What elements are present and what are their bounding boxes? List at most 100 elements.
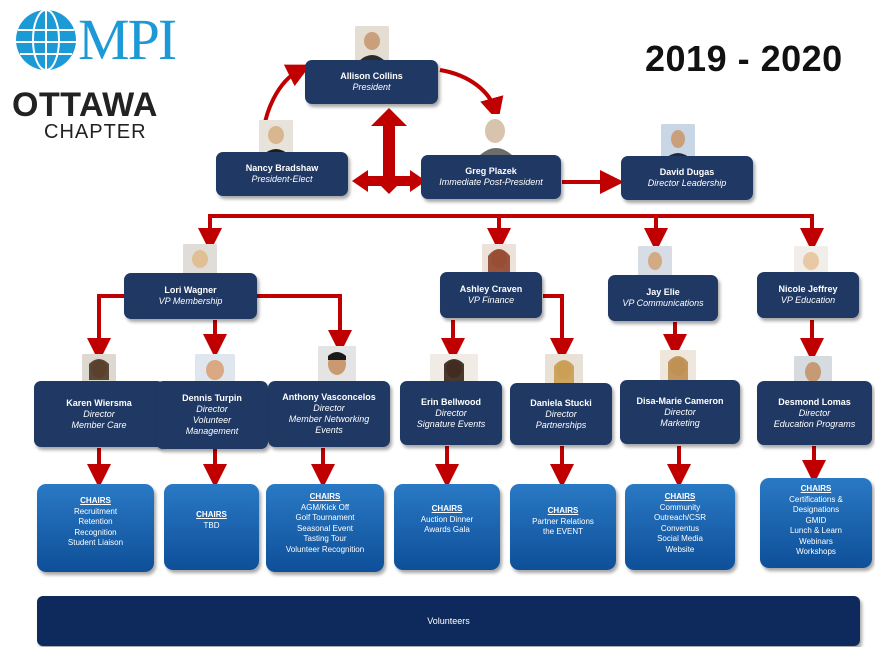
person-role: Director — [196, 404, 228, 414]
person-name: Desmond Lomas — [778, 396, 851, 407]
person-name: Anthony Vasconcelos — [282, 392, 376, 402]
node-president-elect: Nancy Bradshaw President-Elect — [216, 152, 348, 196]
logo-city: OTTAWA — [12, 86, 158, 124]
chair-item: AGM/Kick Off — [300, 502, 350, 512]
person-role: Director — [83, 408, 115, 419]
chairs-heading: CHAIRS — [80, 496, 111, 505]
chair-item: Retention — [78, 517, 113, 526]
chairs-signature: CHAIRS Auction Dinner Awards Gala — [394, 484, 500, 570]
chair-item: Student Liaison — [67, 538, 124, 547]
node-dir-partnerships: Daniela Stucki Director Partnerships — [510, 383, 612, 445]
person-role: Director — [313, 403, 345, 413]
arrow-lori-to-anthony — [257, 294, 352, 354]
node-president: Allison Collins President — [305, 60, 438, 104]
chair-item: Designations — [792, 505, 840, 514]
node-director-leadership: David Dugas Director Leadership — [621, 156, 753, 200]
node-dir-member-care: Karen Wiersma Director Member Care — [34, 381, 164, 447]
arrow-president-to-greg — [439, 68, 504, 122]
nancy-bradshaw-photo — [259, 120, 293, 156]
person-name: Karen Wiersma — [66, 397, 132, 408]
chair-item: Webinars — [799, 536, 833, 546]
volunteers-label: Volunteers — [427, 616, 470, 626]
person-name: Ashley Craven — [459, 284, 523, 294]
person-area: Partnerships — [535, 419, 587, 430]
person-role: President-Elect — [251, 174, 313, 184]
person-role: Director Leadership — [647, 178, 727, 188]
node-dir-volunteer: Dennis Turpin Director Volunteer Managem… — [156, 381, 268, 449]
chair-item: Golf Tournament — [295, 513, 355, 522]
chair-item: Tasting Tour — [303, 534, 347, 543]
chair-item: GMID — [805, 515, 827, 525]
person-name: Nancy Bradshaw — [245, 163, 319, 173]
node-dir-education: Desmond Lomas Director Education Program… — [757, 381, 872, 445]
arrow-ashley-to-daniela — [543, 294, 574, 362]
person-role: Director — [664, 406, 696, 417]
person-role: VP Communications — [622, 298, 704, 308]
person-role: VP Education — [780, 295, 836, 305]
chair-item: Website — [665, 544, 695, 554]
globe-icon — [16, 9, 76, 71]
chairs-marketing: CHAIRS Community Outreach/CSR Conventus … — [625, 484, 735, 570]
person-name: Daniela Stucki — [530, 397, 592, 408]
person-area: Member Networking — [288, 414, 370, 424]
logo-subtitle: CHAPTER — [44, 121, 147, 143]
chairs-member-care: CHAIRS Recruitment Retention Recognition… — [37, 484, 154, 572]
person-role: VP Finance — [467, 295, 515, 305]
person-role: President — [352, 82, 391, 92]
chair-item: Social Media — [657, 534, 703, 543]
person-area-2: Management — [185, 426, 239, 436]
year-title: 2019 - 2020 — [645, 38, 843, 79]
chair-item: Certifications & — [789, 494, 843, 504]
node-dir-networking: Anthony Vasconcelos Director Member Netw… — [268, 381, 390, 447]
chair-item: Conventus — [660, 523, 700, 533]
chairs-networking: CHAIRS AGM/Kick Off Golf Tournament Seas… — [266, 484, 384, 572]
node-dir-signature: Erin Bellwood Director Signature Events — [400, 381, 502, 445]
person-area-2: Events — [315, 425, 343, 435]
allison-collins-photo — [355, 26, 389, 62]
chair-item: Auction Dinner — [420, 514, 474, 524]
chairs-heading: CHAIRS — [431, 504, 463, 513]
person-name: David Dugas — [659, 167, 715, 177]
logo-brand: MPI — [78, 7, 177, 72]
node-dir-marketing: Disa-Marie Cameron Director Marketing — [620, 380, 740, 444]
chairs-partnerships: CHAIRS Partner Relations the EVENT — [510, 484, 616, 570]
chairs-heading: CHAIRS — [547, 506, 579, 515]
double-arrow-cross — [352, 108, 426, 194]
person-name: Jay Elie — [646, 287, 680, 297]
chair-item: Outreach/CSR — [653, 513, 707, 522]
node-vp-education: Nicole Jeffrey VP Education — [757, 272, 859, 318]
person-area: Member Care — [71, 419, 127, 430]
person-name: Erin Bellwood — [420, 396, 481, 407]
chair-item: Awards Gala — [424, 525, 470, 534]
arrow-lori-to-karen — [87, 294, 124, 362]
chairs-volunteer: CHAIRS TBD — [164, 484, 259, 570]
nicole-jeffrey-photo — [794, 246, 828, 282]
chair-item: Community — [659, 502, 701, 512]
chair-item: Recognition — [74, 527, 117, 537]
person-name: Greg Plazek — [465, 166, 517, 176]
chairs-education: CHAIRS Certifications & Designations GMI… — [760, 478, 872, 568]
node-past-president: Greg Plazek Immediate Post-President — [421, 155, 561, 199]
node-vp-finance: Ashley Craven VP Finance — [440, 272, 542, 318]
person-area: Signature Events — [416, 418, 486, 429]
david-dugas-photo — [661, 124, 695, 160]
person-area: Marketing — [660, 417, 700, 428]
person-role: Director — [435, 407, 467, 418]
chair-item: Volunteer Recognition — [285, 544, 365, 554]
person-name: Nicole Jeffrey — [778, 284, 838, 294]
person-area: Education Programs — [773, 418, 856, 429]
chair-item: Workshops — [796, 547, 836, 556]
person-role: Director — [798, 407, 831, 418]
chairs-heading: CHAIRS — [196, 510, 227, 519]
chairs-heading: CHAIRS — [309, 492, 341, 501]
volunteers-bar: Volunteers — [37, 596, 860, 646]
person-name: Allison Collins — [340, 71, 403, 81]
chair-item: the EVENT — [542, 527, 583, 536]
chair-item: Lunch & Learn — [789, 526, 843, 535]
person-role: VP Membership — [158, 296, 223, 306]
chair-item: Recruitment — [73, 506, 118, 516]
greg-plazek-photo — [475, 114, 517, 156]
chairs-heading: CHAIRS — [800, 484, 832, 493]
person-name: Disa-Marie Cameron — [636, 395, 724, 406]
